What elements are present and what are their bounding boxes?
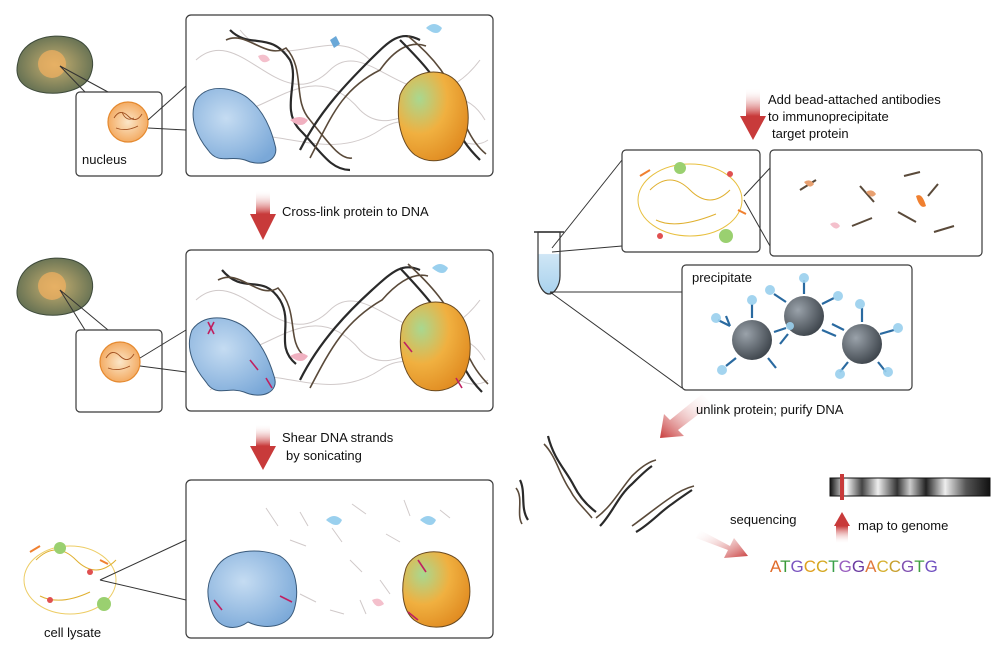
nucleus-icon [107,101,149,143]
step-sequencing-label: sequencing [730,512,797,527]
down-arrow-head [740,116,766,140]
row-3-lysate: cell lysate [23,479,494,640]
free-fragments [799,171,955,233]
sequence-letter: T [914,557,924,576]
protein-icon [397,71,469,162]
diagonal-arrow [660,394,712,438]
step-add-label-2: to immunoprecipitate [768,109,889,124]
sequence-letter: C [804,557,816,576]
step-unlink-label: unlink protein; purify DNA [696,402,844,417]
sequence-letter: T [828,557,838,576]
sequence-letter: A [770,557,782,576]
sequence-letter: A [865,557,877,576]
crosslink-marks [207,321,463,389]
nucleus-icon [99,341,141,383]
step-add-label-3: target protein [772,126,849,141]
sequence-text: ATGCCTGGACCGTG [770,557,938,576]
sequence-letter: C [889,557,901,576]
protein-icon [399,301,471,392]
antibody-icon [717,280,895,373]
step-shear-label-1: Shear DNA strands [282,430,394,445]
fragments-box [769,149,983,257]
protein-icon [402,551,471,628]
protein-icon [188,317,276,396]
step-shear-label-2: by sonicating [286,448,362,463]
sequence-letter: C [876,557,888,576]
sequencing-arrow [696,530,748,558]
step-crosslink-label: Cross-link protein to DNA [282,204,429,219]
down-arrow [256,190,270,214]
down-arrow [256,424,270,446]
sequence-letter: G [852,557,865,576]
lysate-contents [637,162,747,243]
down-arrow [746,88,760,116]
tube-icon [534,231,564,295]
cell-lysate-label: cell lysate [44,625,101,640]
up-arrow-head [834,512,850,526]
down-arrow-head [250,214,276,240]
down-arrow-head [250,446,276,470]
genome-bar-icon [829,477,991,497]
sequence-letter: G [925,557,938,576]
sequence-letter: G [790,557,803,576]
step-add-label-1: Add bead-attached antibodies [768,92,941,107]
row-1-intact-cell: nucleus [16,14,494,177]
sequence-letter: T [780,557,790,576]
genome-marker [840,474,844,500]
precipitate-label: precipitate [692,270,752,285]
row-2-crosslinked [16,249,494,413]
cell-lysate-icon [23,542,117,615]
sequence-letter: G [839,557,852,576]
protein-icon [192,87,277,164]
sequence-letter: C [816,557,828,576]
step-map-label: map to genome [858,518,948,533]
protein-icon [207,550,298,628]
nucleus-label: nucleus [82,152,127,167]
lysate-box [621,149,761,253]
fragment-strands [265,499,451,615]
up-arrow [836,526,848,544]
sequence-letter: G [901,557,914,576]
dna-helix-icon [515,435,695,533]
